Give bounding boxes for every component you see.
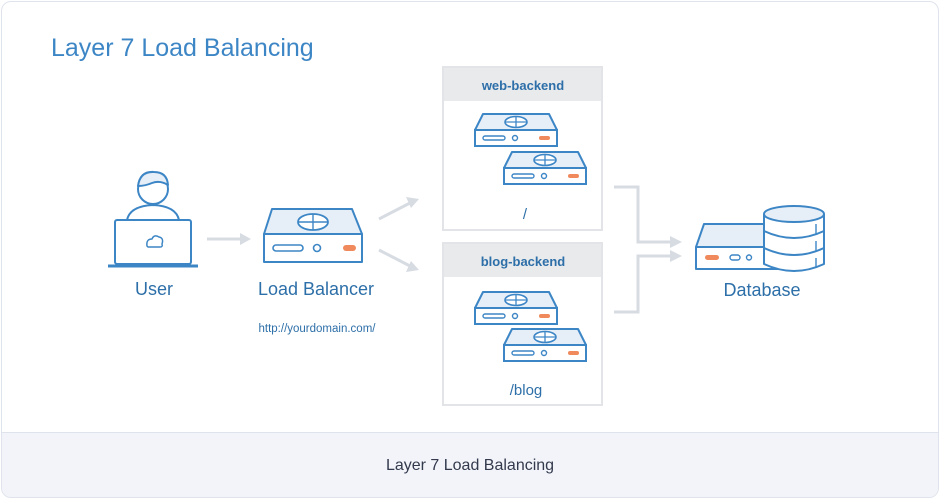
arrow-lb-to-blog	[378, 248, 419, 272]
blog-server-2-icon	[503, 328, 587, 362]
arrow-web-to-db	[614, 185, 682, 248]
blog-backend-title: blog-backend	[481, 254, 566, 269]
web-server-2-icon	[503, 151, 587, 185]
caption-bar: Layer 7 Load Balancing	[2, 432, 938, 497]
load-balancer-icon	[263, 208, 363, 263]
web-backend-title: web-backend	[481, 78, 564, 93]
arrow-user-to-lb	[207, 233, 251, 245]
user-icon	[108, 170, 198, 268]
user-label: User	[135, 279, 173, 299]
diagram-title: Layer 7 Load Balancing	[51, 34, 314, 62]
web-backend-path: /	[523, 206, 528, 223]
database-label: Database	[723, 280, 800, 300]
load-balancer-url: http://yourdomain.com/	[259, 323, 377, 335]
arrow-blog-to-db	[614, 250, 682, 314]
database-icon	[695, 205, 825, 272]
layer7-diagram: Layer 7 Load Balancing User Load	[51, 34, 825, 406]
blog-backend-panel: blog-backend /blog	[442, 242, 603, 406]
arrow-lb-to-web	[378, 197, 419, 221]
web-backend-panel: web-backend /	[442, 66, 603, 231]
load-balancer-label: Load Balancer	[258, 279, 374, 299]
blog-backend-path: /blog	[510, 382, 543, 399]
figure-caption: Layer 7 Load Balancing	[385, 456, 555, 474]
web-server-1-icon	[474, 113, 558, 147]
blog-server-1-icon	[474, 291, 558, 325]
